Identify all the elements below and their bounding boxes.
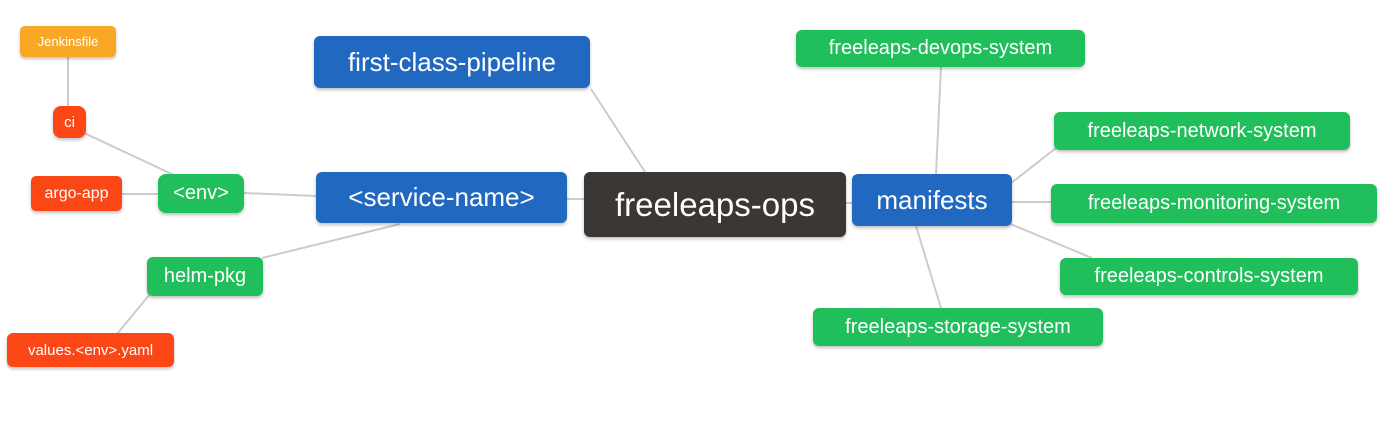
node-values-env-yaml[interactable]: values.<env>.yaml bbox=[7, 333, 174, 367]
edge-fcp-ops bbox=[590, 88, 646, 173]
node-env[interactable]: <env> bbox=[158, 174, 244, 213]
node-first-class-pipeline[interactable]: first-class-pipeline bbox=[314, 36, 590, 88]
node-freeleaps-devops-system-label: freeleaps-devops-system bbox=[828, 37, 1053, 59]
node-service-name[interactable]: <service-name> bbox=[316, 172, 567, 223]
edge-helm-values bbox=[116, 293, 151, 335]
node-ci-label: ci bbox=[64, 113, 75, 131]
node-freeleaps-monitoring-system-label: freeleaps-monitoring-system bbox=[1087, 192, 1341, 214]
node-values-env-yaml-label: values.<env>.yaml bbox=[27, 341, 154, 359]
node-manifests-label: manifests bbox=[876, 184, 988, 215]
edge-manifests-storage bbox=[915, 225, 942, 309]
node-freeleaps-controls-system-label: freeleaps-controls-system bbox=[1094, 265, 1324, 287]
node-freeleaps-devops-system[interactable]: freeleaps-devops-system bbox=[796, 30, 1085, 67]
node-freeleaps-network-system[interactable]: freeleaps-network-system bbox=[1054, 112, 1350, 150]
node-freeleaps-monitoring-system[interactable]: freeleaps-monitoring-system bbox=[1051, 184, 1377, 223]
node-first-class-pipeline-label: first-class-pipeline bbox=[347, 46, 557, 77]
node-freeleaps-storage-system-label: freeleaps-storage-system bbox=[845, 315, 1071, 338]
node-ci[interactable]: ci bbox=[53, 106, 86, 138]
edge-manifests-devops bbox=[935, 66, 942, 175]
edge-env-service bbox=[243, 192, 317, 197]
node-argo-app[interactable]: argo-app bbox=[31, 176, 122, 211]
node-helm-pkg[interactable]: helm-pkg bbox=[147, 257, 263, 296]
node-env-label: <env> bbox=[173, 182, 229, 204]
node-freeleaps-controls-system[interactable]: freeleaps-controls-system bbox=[1060, 258, 1358, 295]
node-freeleaps-ops-label: freeleaps-ops bbox=[615, 185, 815, 223]
node-freeleaps-ops-root[interactable]: freeleaps-ops bbox=[584, 172, 846, 237]
node-jenkinsfile-label: Jenkinsfile bbox=[37, 34, 99, 49]
node-freeleaps-storage-system[interactable]: freeleaps-storage-system bbox=[813, 308, 1103, 346]
node-argo-app-label: argo-app bbox=[44, 184, 109, 202]
edge-service-helm bbox=[261, 223, 401, 259]
node-freeleaps-network-system-label: freeleaps-network-system bbox=[1087, 119, 1317, 142]
edge-manifests-controls bbox=[1007, 222, 1093, 259]
node-helm-pkg-label: helm-pkg bbox=[163, 265, 247, 287]
node-jenkinsfile[interactable]: Jenkinsfile bbox=[20, 26, 116, 57]
edge-manifests-network bbox=[1009, 147, 1057, 185]
node-manifests[interactable]: manifests bbox=[852, 174, 1012, 226]
node-service-name-label: <service-name> bbox=[348, 182, 535, 212]
edge-ci-env bbox=[81, 131, 177, 177]
